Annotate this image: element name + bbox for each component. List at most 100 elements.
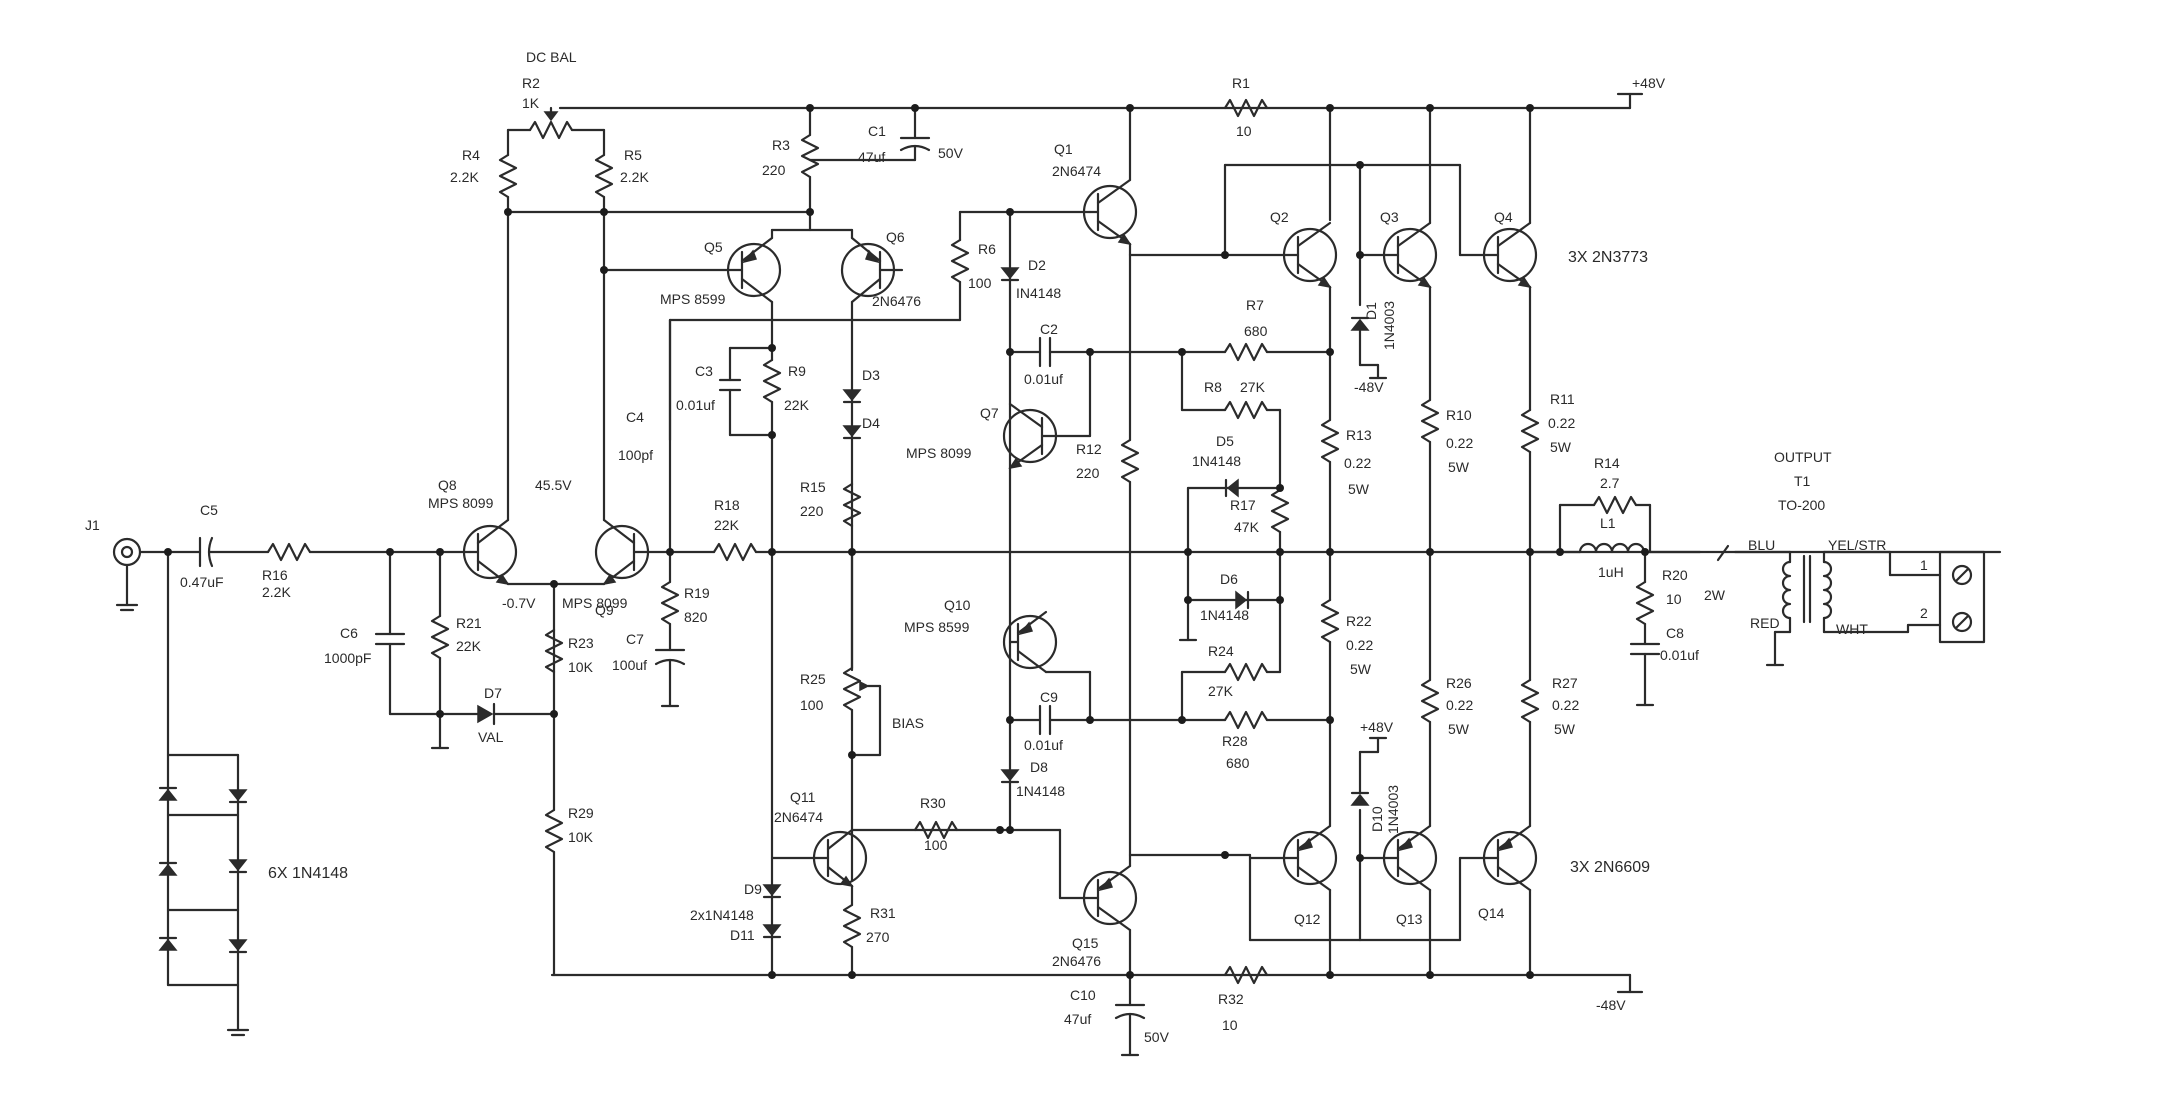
q2-label: Q2 bbox=[1270, 209, 1289, 225]
d5-label: D5 bbox=[1216, 433, 1234, 449]
c6-label: C6 bbox=[340, 625, 358, 641]
q7-label: Q7 bbox=[980, 405, 999, 421]
c2-label: C2 bbox=[1040, 321, 1058, 337]
d8-label: D8 bbox=[1030, 759, 1048, 775]
r18-value: 22K bbox=[714, 517, 740, 533]
r1-value: 10 bbox=[1236, 123, 1252, 139]
q12-label: Q12 bbox=[1294, 911, 1321, 927]
r15-label: R15 bbox=[800, 479, 826, 495]
r6-value: 100 bbox=[968, 275, 992, 291]
resistor-r26 bbox=[1420, 678, 1440, 724]
d4-label: D4 bbox=[862, 415, 880, 431]
transistor-q12 bbox=[1248, 824, 1338, 892]
r20-label: R20 bbox=[1662, 567, 1688, 583]
q8-part: MPS 8099 bbox=[428, 495, 494, 511]
d10-label: D10 bbox=[1369, 806, 1385, 832]
resistor-r20 bbox=[1635, 580, 1655, 626]
resistor-r9 bbox=[762, 358, 782, 404]
yel-label: YEL/STR bbox=[1828, 537, 1886, 553]
r11-label: R11 bbox=[1550, 391, 1575, 407]
r7-value: 680 bbox=[1244, 323, 1268, 339]
l1-value: 1uH bbox=[1598, 564, 1624, 580]
r8-label: R8 bbox=[1204, 379, 1222, 395]
transistor-q2 bbox=[1223, 221, 1338, 289]
resistor-r30 bbox=[913, 820, 959, 840]
c9-label: C9 bbox=[1040, 689, 1058, 705]
transistor-q11 bbox=[770, 828, 868, 888]
r4-value: 2.2K bbox=[450, 169, 479, 185]
resistor-r15 bbox=[842, 482, 862, 528]
resistor-r31 bbox=[842, 903, 862, 949]
c8-label: C8 bbox=[1666, 625, 1684, 641]
q10-label: Q10 bbox=[944, 597, 971, 613]
d10-pos-rail: +48V bbox=[1360, 719, 1394, 735]
negative-rail bbox=[550, 973, 1644, 994]
resistor-r3 bbox=[800, 133, 820, 179]
c2-value: 0.01uf bbox=[1024, 371, 1063, 387]
r10-label: R10 bbox=[1446, 407, 1472, 423]
r16-label: R16 bbox=[262, 567, 288, 583]
r6-label: R6 bbox=[978, 241, 996, 257]
trimmer-r2 bbox=[528, 120, 574, 140]
resistor-r12 bbox=[1120, 438, 1140, 484]
r12-value: 220 bbox=[1076, 465, 1100, 481]
input-jack-j1 bbox=[112, 537, 142, 612]
r17-label: R17 bbox=[1230, 497, 1256, 513]
r23-label: R23 bbox=[568, 635, 594, 651]
neg-rail-label: -48V bbox=[1596, 997, 1626, 1013]
r13-watt: 5W bbox=[1348, 481, 1370, 497]
pin2-label: 2 bbox=[1920, 605, 1928, 621]
wht-label: WHT bbox=[1836, 621, 1868, 637]
c4-value: 100pf bbox=[618, 447, 653, 463]
r13-label: R13 bbox=[1346, 427, 1372, 443]
r14-label: R14 bbox=[1594, 455, 1620, 471]
c6-value: 1000pF bbox=[324, 650, 371, 666]
d2-label: D2 bbox=[1028, 257, 1046, 273]
r26-label: R26 bbox=[1446, 675, 1472, 691]
transistor-q15 bbox=[998, 828, 1138, 932]
resistor-r13 bbox=[1320, 418, 1340, 464]
r10-watt: 5W bbox=[1448, 459, 1470, 475]
t1-label: T1 bbox=[1794, 473, 1811, 489]
c5-value: 0.47uF bbox=[180, 574, 224, 590]
c7-value: 100uf bbox=[612, 657, 647, 673]
r17-value: 47K bbox=[1234, 519, 1260, 535]
d8-value: 1N4148 bbox=[1016, 783, 1065, 799]
c1-label: C1 bbox=[868, 123, 886, 139]
d10-value: 1N4003 bbox=[1385, 785, 1401, 834]
q11-part: 2N6474 bbox=[774, 809, 823, 825]
d2-value: IN4148 bbox=[1016, 285, 1061, 301]
diode-ladder-6x bbox=[158, 550, 250, 1037]
r11-watt: 5W bbox=[1550, 439, 1572, 455]
r3-value: 220 bbox=[762, 162, 786, 178]
q15-label: Q15 bbox=[1072, 935, 1099, 951]
r32-label: R32 bbox=[1218, 991, 1244, 1007]
resistor-r1 bbox=[1223, 98, 1269, 118]
r31-value: 270 bbox=[866, 929, 890, 945]
resistor-r11 bbox=[1520, 408, 1540, 454]
q7-part: MPS 8099 bbox=[906, 445, 972, 461]
resistor-r29 bbox=[544, 808, 564, 854]
r16-value: 2.2K bbox=[262, 584, 291, 600]
q1-label: Q1 bbox=[1054, 141, 1073, 157]
q3-label: Q3 bbox=[1380, 209, 1399, 225]
r21-label: R21 bbox=[456, 615, 482, 631]
c7-label: C7 bbox=[626, 631, 644, 647]
c3-value: 0.01uf bbox=[676, 397, 715, 413]
v-neg07: -0.7V bbox=[502, 595, 536, 611]
r20-value: 10 bbox=[1666, 591, 1682, 607]
r28-value: 680 bbox=[1226, 755, 1250, 771]
r10-value: 0.22 bbox=[1446, 435, 1473, 451]
r12-label: R12 bbox=[1076, 441, 1102, 457]
transformer-secondary bbox=[1822, 560, 1833, 620]
r23-value: 10K bbox=[568, 659, 594, 675]
d1-value: 1N4003 bbox=[1381, 301, 1397, 350]
d7-value: VAL bbox=[478, 729, 504, 745]
top-outputs-label: 3X 2N3773 bbox=[1568, 249, 1648, 266]
r19-value: 820 bbox=[684, 609, 708, 625]
q14-label: Q14 bbox=[1478, 905, 1505, 921]
r20-watt: 2W bbox=[1704, 587, 1726, 603]
transistor-q9 bbox=[594, 518, 672, 586]
